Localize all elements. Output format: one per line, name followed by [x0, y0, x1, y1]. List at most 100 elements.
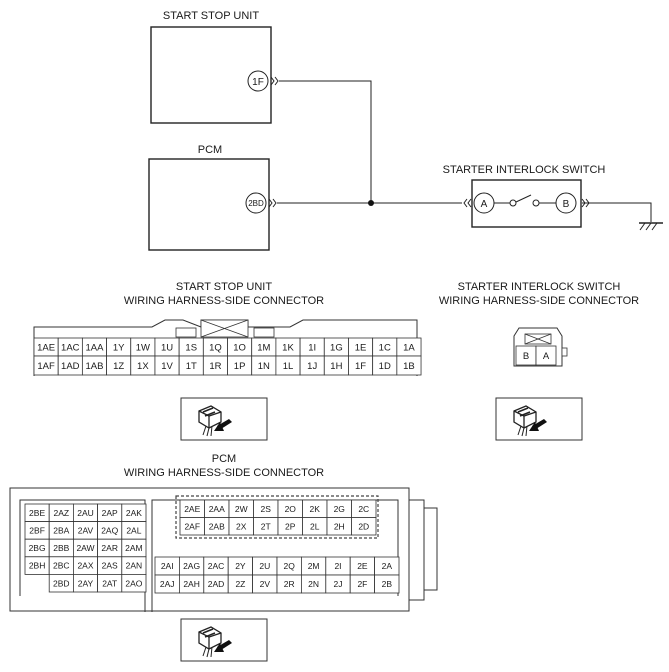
ssu-connector-mark — [270, 76, 279, 86]
connector-pin-label: 1B — [403, 361, 415, 372]
sis-connector-view-icon — [495, 397, 583, 441]
connector-pin-label: 2AO — [125, 578, 142, 588]
ssu-connector-title-1: START STOP UNIT — [176, 281, 272, 293]
connector-pin-label: 2AN — [126, 561, 143, 571]
switch-terminal-a-label: A — [481, 199, 488, 210]
switch-terminal-b-label: B — [563, 199, 570, 210]
pcm-terminal-circle — [245, 192, 267, 214]
connector-pin-label: 1J — [307, 361, 317, 372]
connector-pin-label: 1Z — [113, 361, 124, 372]
connector-pin-label: 2AR — [101, 543, 118, 553]
connector-pin-label: 2BE — [29, 508, 45, 518]
connector-pin-label: 2BF — [29, 525, 45, 535]
connector-pin-label: 2AP — [102, 508, 118, 518]
connector-pin-label: 2AW — [76, 543, 94, 553]
connector-pin-label: 1D — [379, 361, 391, 372]
connector-pin-label: 1AB — [85, 361, 103, 372]
ssu-title: START STOP UNIT — [163, 10, 259, 22]
connector-pin-label: 1AE — [37, 342, 55, 353]
connector-pin-label: 2AK — [126, 508, 142, 518]
connector-pin-label: 2F — [357, 579, 367, 589]
connector-pin-label: 2N — [308, 579, 319, 589]
connector-pin-label: 1H — [330, 361, 342, 372]
ssu-connector-view-icon — [180, 397, 268, 441]
connector-pin-label: 2BH — [29, 561, 46, 571]
sis-connector-title-1: STARTER INTERLOCK SWITCH — [458, 281, 621, 293]
connector-pin-label: 2E — [357, 561, 368, 571]
connector-pin-label: 2AZ — [54, 508, 70, 518]
connector-pin-label: 1I — [308, 342, 316, 353]
switch-a-connector-mark — [463, 198, 472, 208]
connector-pin-cell — [351, 517, 377, 536]
connector-pin-label: 1W — [136, 342, 150, 353]
sis-connector-title-2: WIRING HARNESS-SIDE CONNECTOR — [439, 295, 639, 307]
connector-pin-label: 2B — [382, 579, 393, 589]
connector-pin-label: 2AT — [102, 578, 117, 588]
ssu-terminal-label: 1F — [252, 77, 264, 88]
connector-pin-label: 2AG — [183, 561, 200, 571]
pcm-terminal-label: 2BD — [248, 199, 264, 208]
connector-pin-label: 2AC — [208, 561, 225, 571]
connector-pin-label: 1M — [257, 342, 270, 353]
connector-pin-label: 1AC — [61, 342, 80, 353]
connector-pin-label: 1L — [283, 361, 294, 372]
connector-pin-label: 2M — [308, 561, 320, 571]
connector-pin-label: 1T — [186, 361, 197, 372]
connector-pin-label: 2AD — [208, 579, 225, 589]
pcm-title: PCM — [198, 144, 222, 156]
connector-pin-label: 2AB — [209, 521, 225, 531]
connector-pin-label: 1P — [234, 361, 246, 372]
connector-pin-label: 2V — [260, 579, 271, 589]
connector-pin-label: 1K — [282, 342, 294, 353]
connector-pin-label: 1S — [185, 342, 197, 353]
connector-pin-label: 2BD — [53, 578, 70, 588]
ground-icon — [639, 222, 663, 231]
switch-title: STARTER INTERLOCK SWITCH — [443, 164, 606, 176]
connector-pin-label: 2AJ — [160, 579, 175, 589]
connector-pin-label: 2Y — [235, 561, 246, 571]
connector-pin-label: 1F — [355, 361, 366, 372]
connector-pin-label: 2P — [285, 521, 296, 531]
connector-pin-cell — [121, 574, 147, 593]
connector-pin-label: A — [543, 351, 550, 362]
connector-pin-label: 1X — [137, 361, 149, 372]
pcm-connector-mark — [268, 198, 277, 208]
connector-pin-label: 1V — [161, 361, 173, 372]
connector-pin-label: 1A — [403, 342, 415, 353]
ssu-connector-title-2: WIRING HARNESS-SIDE CONNECTOR — [124, 295, 324, 307]
connector-pin-label: 2I — [334, 561, 341, 571]
connector-pin-label: 2O — [285, 504, 297, 514]
connector-pin-label: 2Z — [235, 579, 245, 589]
connector-pin-label: 1C — [379, 342, 391, 353]
connector-pin-label: 2BB — [53, 543, 69, 553]
connector-pin-label: 2T — [261, 521, 271, 531]
connector-pin-label: 2D — [358, 521, 369, 531]
connector-pin-label: 2AX — [77, 561, 93, 571]
connector-pin-label: 2AU — [77, 508, 94, 518]
connector-pin-label: 2AF — [184, 521, 200, 531]
ssu-terminal-circle — [247, 70, 269, 92]
connector-pin-label: B — [523, 351, 529, 362]
connector-pin-label: 1U — [161, 342, 173, 353]
connector-pin-label: 2G — [334, 504, 345, 514]
connector-pin-label: 2AE — [184, 504, 200, 514]
connector-pin-label: 1N — [258, 361, 270, 372]
connector-pin-cell — [396, 355, 422, 376]
connector-pin-label: 2BC — [53, 561, 70, 571]
connector-pin-label: 2K — [310, 504, 321, 514]
connector-pin-label: 2Q — [284, 561, 296, 571]
connector-pin-label: 1AA — [85, 342, 104, 353]
connector-pin-label: 1AF — [37, 361, 55, 372]
connector-pin-label: 1Q — [209, 342, 222, 353]
connector-pin-label: 1G — [330, 342, 343, 353]
connector-pin-label: 1O — [233, 342, 246, 353]
switch-contact-icon — [494, 194, 556, 207]
connector-pin-cell — [374, 574, 400, 594]
pcm-connector-view-icon — [180, 618, 268, 662]
pcm-connector-title-1: PCM — [212, 453, 236, 465]
connector-pin-label: 2W — [235, 504, 248, 514]
connector-pin-label: 2AH — [183, 579, 200, 589]
